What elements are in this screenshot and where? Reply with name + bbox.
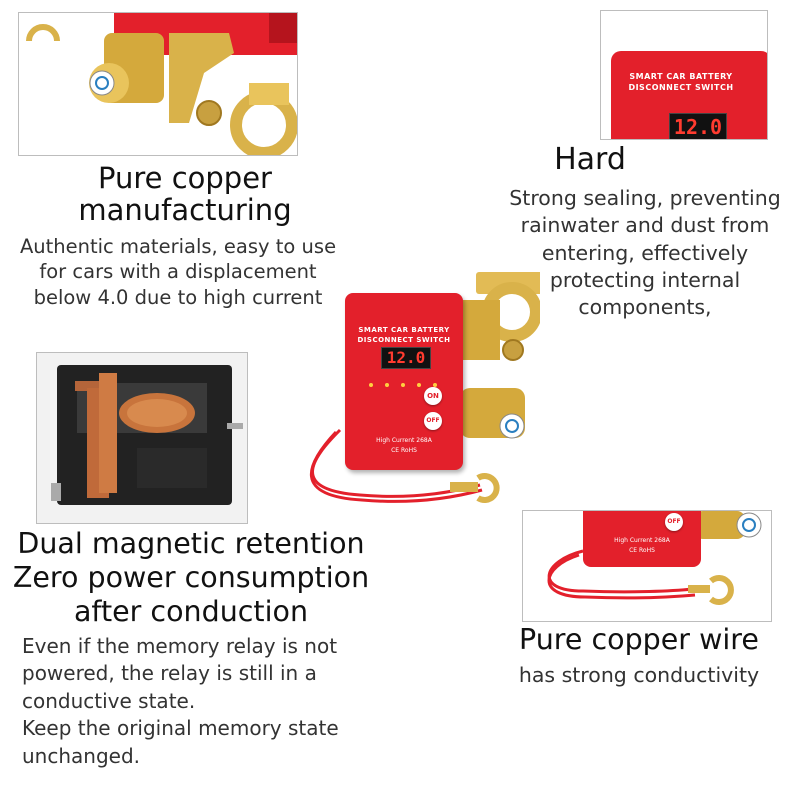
hard-description-line: rainwater and dust from xyxy=(520,213,770,238)
product-current-label: High Current 268A xyxy=(376,437,432,444)
relay-photo xyxy=(36,352,248,524)
hard-description-line: protecting internal xyxy=(549,267,741,292)
product-cert-label: CE RoHS xyxy=(391,447,417,454)
device-label-line2: DISCONNECT SWITCH xyxy=(628,83,734,93)
copper-terminal-illustration xyxy=(26,13,297,155)
product-label-line1: SMART CAR BATTERY xyxy=(358,326,450,334)
copper-heading-line2: manufacturing xyxy=(78,193,292,228)
hard-description-line: Strong sealing, preventing xyxy=(509,186,781,210)
product-label-line2: DISCONNECT SWITCH xyxy=(357,336,451,345)
relay-description-line: powered, the relay is still in a xyxy=(22,661,317,686)
indicator-lights xyxy=(367,373,443,387)
copper-heading-line1: Pure copper xyxy=(98,161,272,195)
copper-terminal-photo xyxy=(18,12,298,156)
relay-heading-line2: Zero power consumption xyxy=(12,561,370,595)
wire-illustration xyxy=(547,511,762,605)
product-housing: SMART CAR BATTERY DISCONNECT SWITCH 12.0… xyxy=(345,293,463,470)
product-brass-parts xyxy=(309,272,540,503)
relay-illustration xyxy=(37,353,247,523)
copper-description-line: Authentic materials, easy to use xyxy=(19,235,337,258)
relay-description-line: conductive state. xyxy=(22,688,196,713)
copper-description-line: for cars with a displacement xyxy=(39,260,317,284)
relay-description-line: Keep the original memory state xyxy=(22,716,339,741)
device-display-photo: SMART CAR BATTERY DISCONNECT SWITCH 12.0 xyxy=(600,10,768,140)
voltage-display: 12.0 xyxy=(669,113,727,139)
product-label: SMART CAR BATTERY DISCONNECT SWITCH xyxy=(345,325,463,345)
relay-description-line: Even if the memory relay is not xyxy=(22,634,338,658)
relay-heading: Dual magnetic retention Zero power consu… xyxy=(0,527,382,630)
device-label-line1: SMART CAR BATTERY xyxy=(629,72,733,81)
hard-description-line: components, xyxy=(578,295,712,319)
relay-heading-line3: after conduction xyxy=(73,595,309,629)
device-housing: SMART CAR BATTERY DISCONNECT SWITCH 12.0 xyxy=(611,51,767,139)
relay-description: Even if the memory relay is not powered,… xyxy=(22,633,382,770)
hard-description-line: entering, effectively xyxy=(541,240,749,265)
wire-device-cert-label: CE RoHS xyxy=(629,547,655,554)
wire-device-current-label: High Current 268A xyxy=(614,537,670,544)
product-voltage-display: 12.0 xyxy=(381,347,431,369)
copper-description-line: below 4.0 due to high current xyxy=(33,285,323,309)
wire-device-off-button[interactable]: OFF xyxy=(665,513,683,531)
copper-description: Authentic materials, easy to use for car… xyxy=(8,234,348,310)
off-button[interactable]: OFF xyxy=(424,412,442,430)
relay-description-line: unchanged. xyxy=(22,743,141,768)
on-button[interactable]: ON xyxy=(424,387,442,405)
relay-heading-line1: Dual magnetic retention xyxy=(17,527,365,560)
copper-wire-photo: OFF High Current 268A CE RoHS xyxy=(522,510,772,622)
hard-description: Strong sealing, preventing rainwater and… xyxy=(495,185,795,321)
wire-heading: Pure copper wire xyxy=(519,623,759,656)
wire-subheading: has strong conductivity xyxy=(518,663,760,687)
device-label: SMART CAR BATTERY DISCONNECT SWITCH xyxy=(611,71,751,93)
copper-heading: Pure copper manufacturing xyxy=(30,162,340,227)
hard-heading: Hard xyxy=(554,142,626,177)
wire-device-housing: OFF High Current 268A CE RoHS xyxy=(583,511,701,567)
